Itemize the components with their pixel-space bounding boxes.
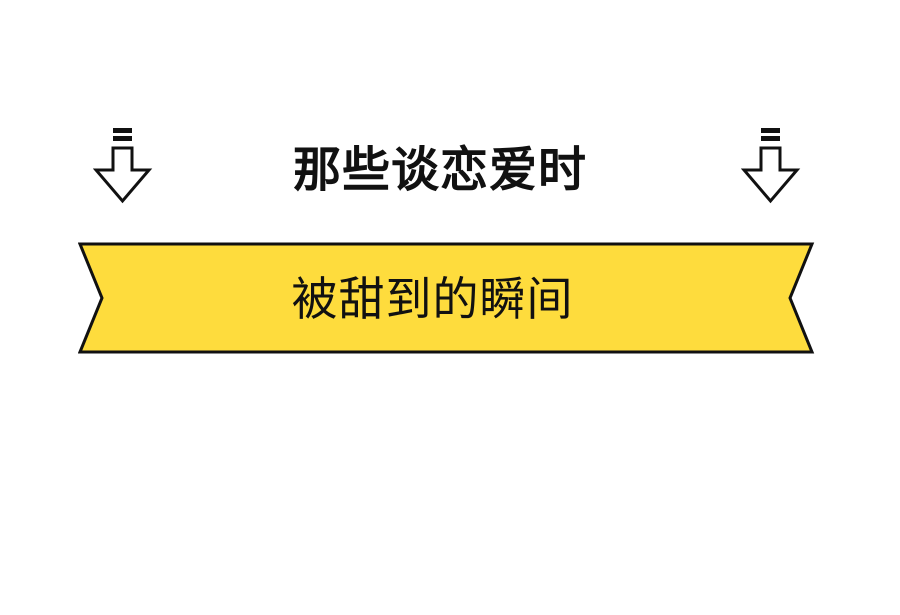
banner-text: 被甜到的瞬间 [291, 272, 574, 326]
ribbon-banner: 被甜到的瞬间 [78, 242, 816, 356]
down-arrow-icon [92, 126, 153, 206]
headline: 那些谈恋爱时 [292, 142, 587, 198]
down-arrow-icon [740, 126, 801, 206]
